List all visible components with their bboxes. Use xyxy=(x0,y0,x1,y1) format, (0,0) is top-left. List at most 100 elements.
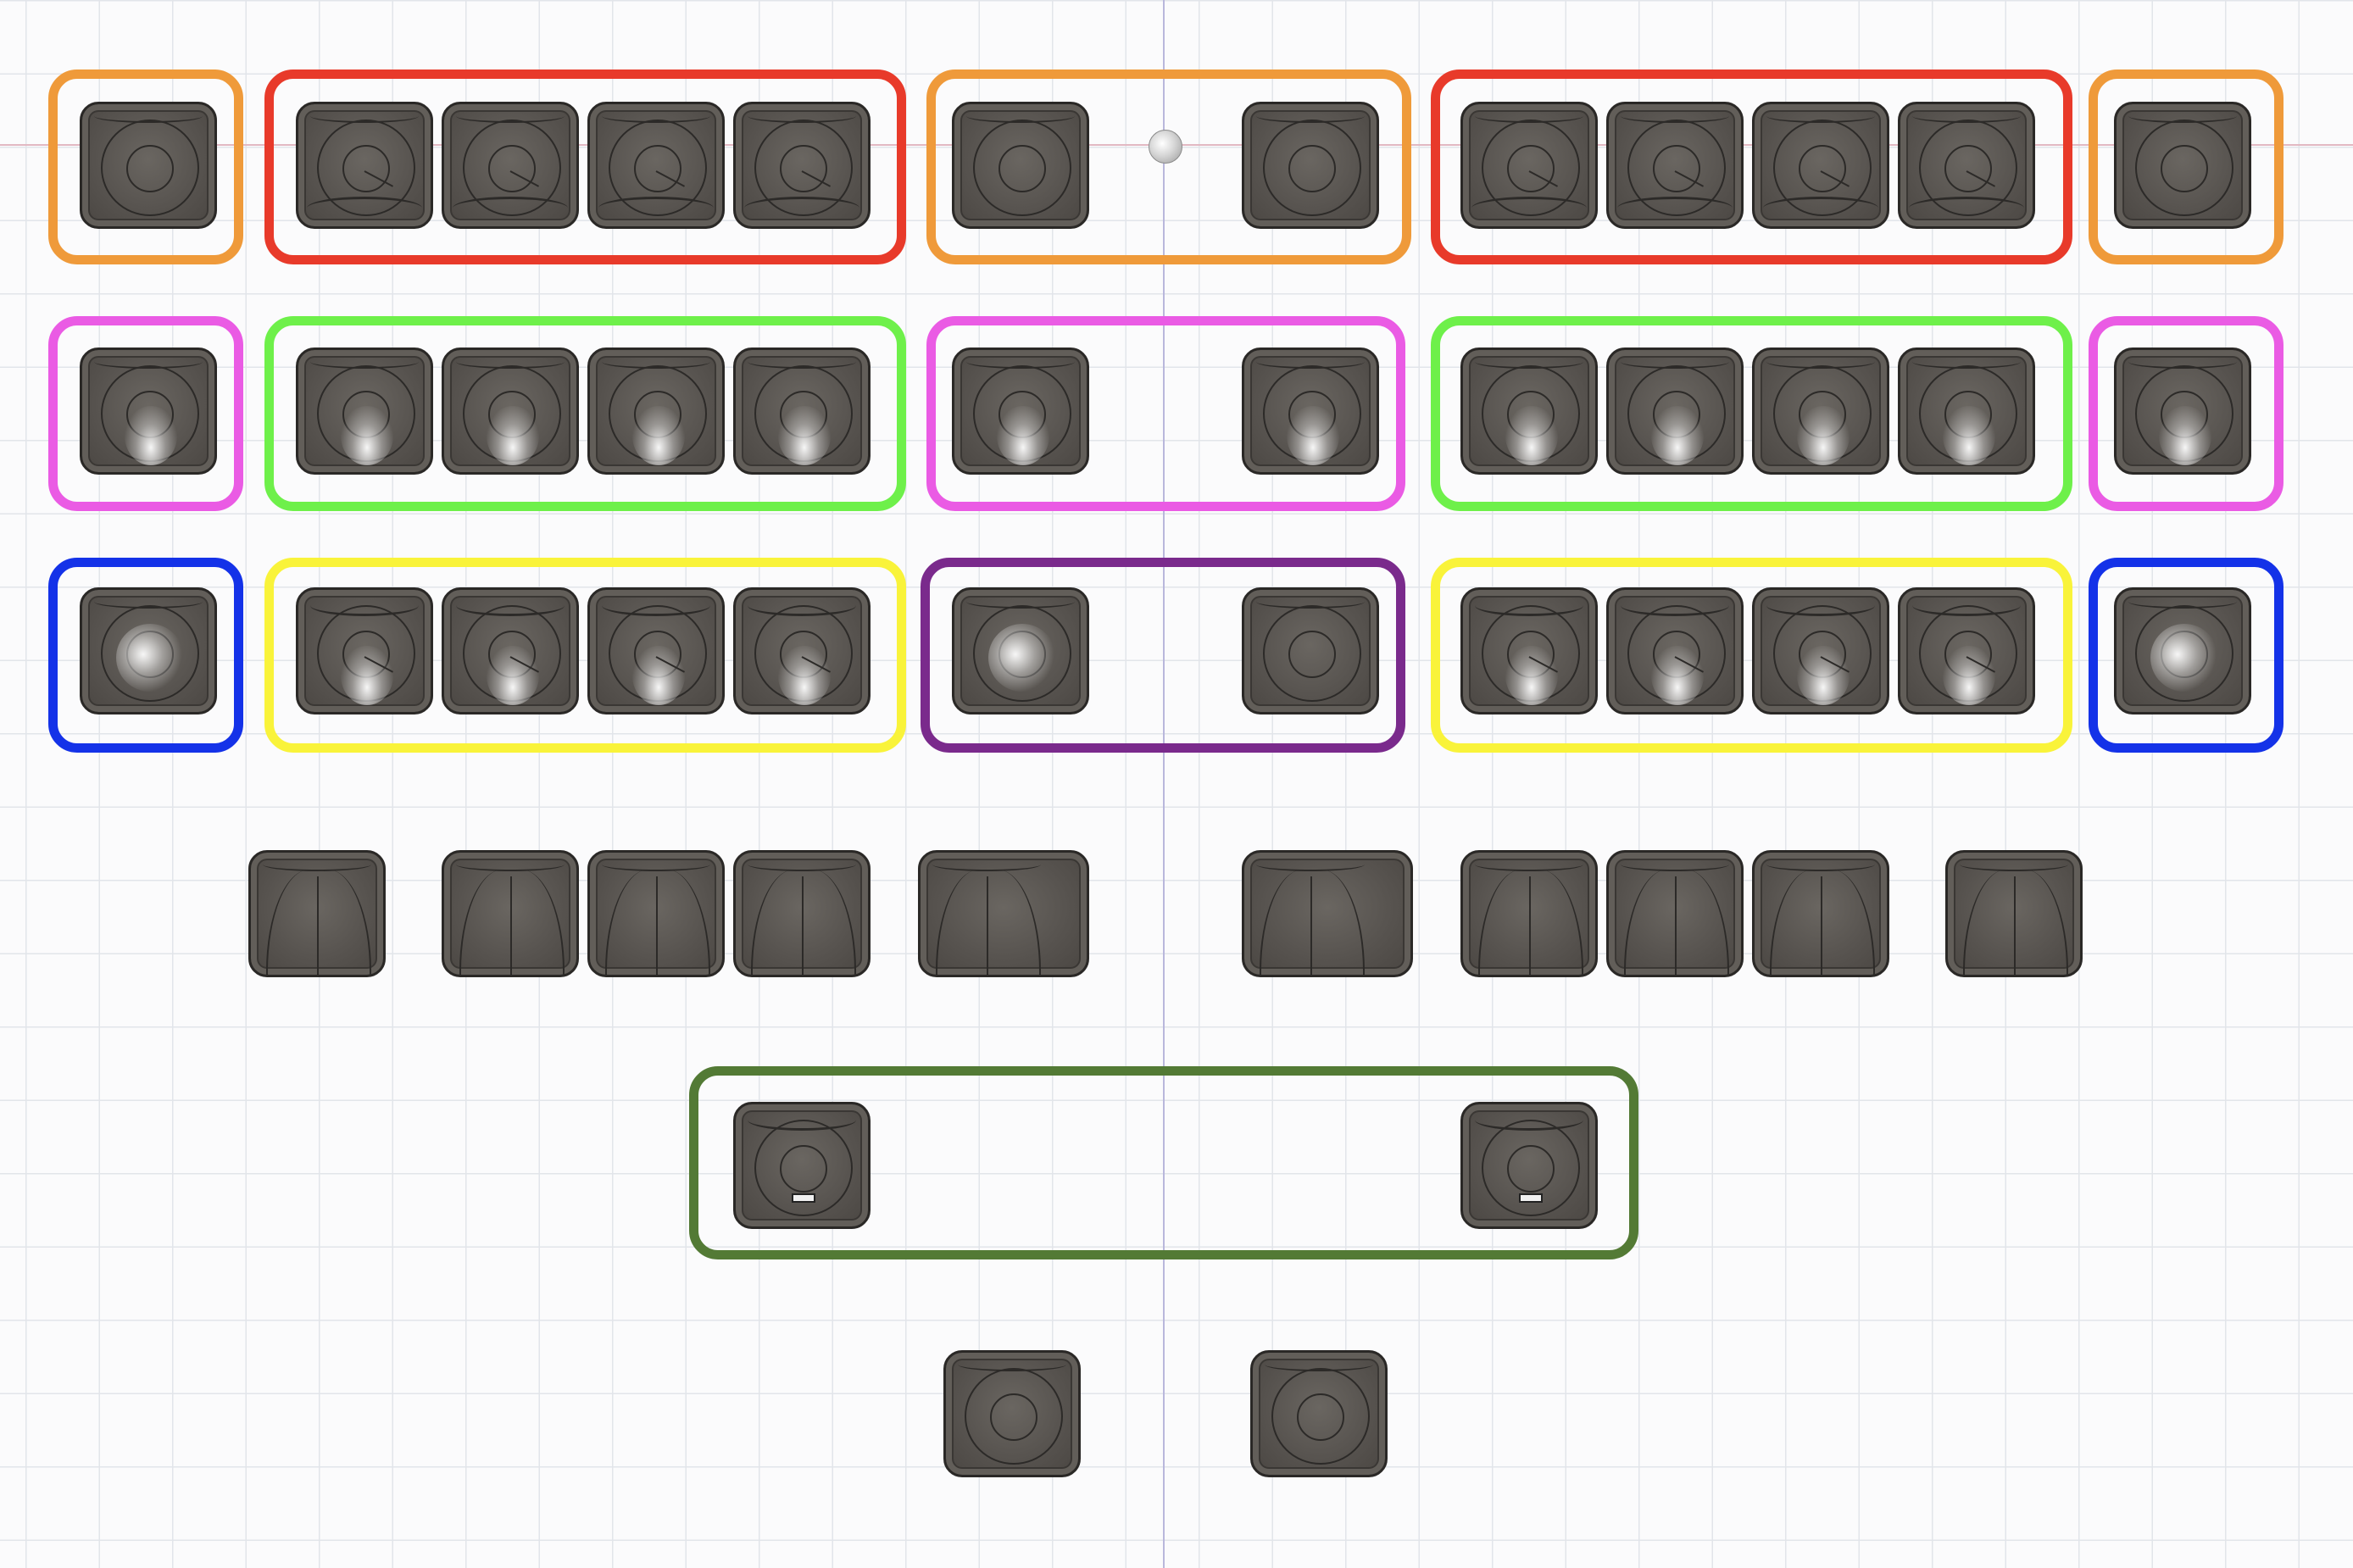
keycap-side-view[interactable] xyxy=(1460,850,1598,977)
keycap-side-view[interactable] xyxy=(442,850,579,977)
keycap-highlight xyxy=(487,406,539,465)
keycap-highlight xyxy=(1943,646,1995,705)
keycap[interactable] xyxy=(1606,348,1744,475)
keycap-center-ring xyxy=(1297,1393,1344,1441)
group-outline-purple[interactable] xyxy=(921,558,1405,753)
keycap-dish xyxy=(1263,120,1361,216)
keycap[interactable] xyxy=(952,348,1089,475)
keycap[interactable] xyxy=(943,1350,1081,1477)
group-outline-yellow[interactable] xyxy=(264,558,906,753)
group-outline-red[interactable] xyxy=(1431,70,2072,264)
group-outline-olive[interactable] xyxy=(689,1066,1638,1259)
keycap-dish xyxy=(973,605,1071,702)
keycap[interactable] xyxy=(442,102,579,229)
keycap-highlight xyxy=(778,406,831,465)
keycap-highlight xyxy=(1943,406,1995,465)
keycap-highlight xyxy=(341,646,393,705)
keycap[interactable] xyxy=(733,102,871,229)
keycap-side-view[interactable] xyxy=(248,850,386,977)
keycap[interactable] xyxy=(1242,587,1379,714)
keycap[interactable] xyxy=(1606,102,1744,229)
keycap[interactable] xyxy=(2114,587,2251,714)
keycap-highlight xyxy=(2150,624,2218,692)
group-outline-yellow[interactable] xyxy=(1431,558,2072,753)
keycap[interactable] xyxy=(80,348,217,475)
group-outline-orange[interactable] xyxy=(48,70,243,264)
keycap-center-ring xyxy=(1507,145,1555,192)
group-outline-magenta[interactable] xyxy=(926,316,1405,511)
keycap-highlight xyxy=(988,624,1056,692)
keycap-highlight xyxy=(125,406,177,465)
keycap[interactable] xyxy=(1752,587,1889,714)
group-outline-blue[interactable] xyxy=(2089,558,2283,753)
keycap-center-ring xyxy=(1288,631,1336,678)
keycap[interactable] xyxy=(1898,587,2035,714)
keycap-dish xyxy=(754,1120,853,1216)
keycap[interactable] xyxy=(2114,348,2251,475)
keycap[interactable] xyxy=(80,587,217,714)
keycap[interactable] xyxy=(296,348,433,475)
keycap[interactable] xyxy=(1752,102,1889,229)
keycap[interactable] xyxy=(1460,348,1598,475)
keycap[interactable] xyxy=(587,587,725,714)
keycap[interactable] xyxy=(80,102,217,229)
keycap[interactable] xyxy=(1460,1102,1598,1229)
keycap[interactable] xyxy=(1898,102,2035,229)
keycap[interactable] xyxy=(442,348,579,475)
keycap[interactable] xyxy=(1606,587,1744,714)
keycap-highlight xyxy=(632,406,685,465)
keycap[interactable] xyxy=(952,587,1089,714)
keycap[interactable] xyxy=(587,102,725,229)
keycap-center-ring xyxy=(998,145,1046,192)
keycap-lip xyxy=(1475,858,1583,871)
keycap-center-ring xyxy=(780,1145,827,1193)
keycap-highlight xyxy=(1651,646,1704,705)
keycap-bottom-edge xyxy=(453,197,568,220)
group-outline-red[interactable] xyxy=(264,70,906,264)
keycap[interactable] xyxy=(1242,102,1379,229)
keycap[interactable] xyxy=(733,1102,871,1229)
keycap-bottom-edge xyxy=(744,197,859,220)
group-outline-orange[interactable] xyxy=(926,70,1411,264)
keycap-lip xyxy=(1256,858,1365,871)
keycap[interactable] xyxy=(442,587,579,714)
keycap-side-view[interactable] xyxy=(918,850,1089,977)
keycap-lip xyxy=(602,858,710,871)
group-outline-magenta[interactable] xyxy=(48,316,243,511)
keycap[interactable] xyxy=(2114,102,2251,229)
keycap[interactable] xyxy=(1242,348,1379,475)
origin-sphere-icon[interactable] xyxy=(1149,130,1182,164)
keycap[interactable] xyxy=(1898,348,2035,475)
keycap-center-line xyxy=(1310,876,1312,975)
keycap-side-view[interactable] xyxy=(587,850,725,977)
group-outline-green[interactable] xyxy=(1431,316,2072,511)
keycap-side-view[interactable] xyxy=(1242,850,1413,977)
keycap[interactable] xyxy=(1752,348,1889,475)
keycap[interactable] xyxy=(1460,587,1598,714)
group-outline-magenta[interactable] xyxy=(2089,316,2283,511)
keycap-dish xyxy=(101,605,199,702)
keycap-bottom-edge xyxy=(1909,197,2024,220)
keycap-highlight xyxy=(1505,646,1558,705)
keycap-center-line xyxy=(1675,876,1677,975)
keycap-lip xyxy=(263,858,371,871)
group-outline-orange[interactable] xyxy=(2089,70,2283,264)
keycap-side-view[interactable] xyxy=(1945,850,2083,977)
keycap[interactable] xyxy=(296,102,433,229)
keycap[interactable] xyxy=(733,348,871,475)
keycap-side-view[interactable] xyxy=(1752,850,1889,977)
group-outline-blue[interactable] xyxy=(48,558,243,753)
keycap-side-view[interactable] xyxy=(1606,850,1744,977)
keycap[interactable] xyxy=(587,348,725,475)
keycap-lip xyxy=(1621,858,1729,871)
keycap-dish xyxy=(2135,120,2233,216)
keycap-homing-bar xyxy=(1519,1193,1543,1203)
keycap-side-view[interactable] xyxy=(733,850,871,977)
keycap[interactable] xyxy=(733,587,871,714)
keycap[interactable] xyxy=(1250,1350,1388,1477)
keycap[interactable] xyxy=(296,587,433,714)
keycap[interactable] xyxy=(1460,102,1598,229)
keycap[interactable] xyxy=(952,102,1089,229)
group-outline-green[interactable] xyxy=(264,316,906,511)
keycap-highlight xyxy=(1651,406,1704,465)
